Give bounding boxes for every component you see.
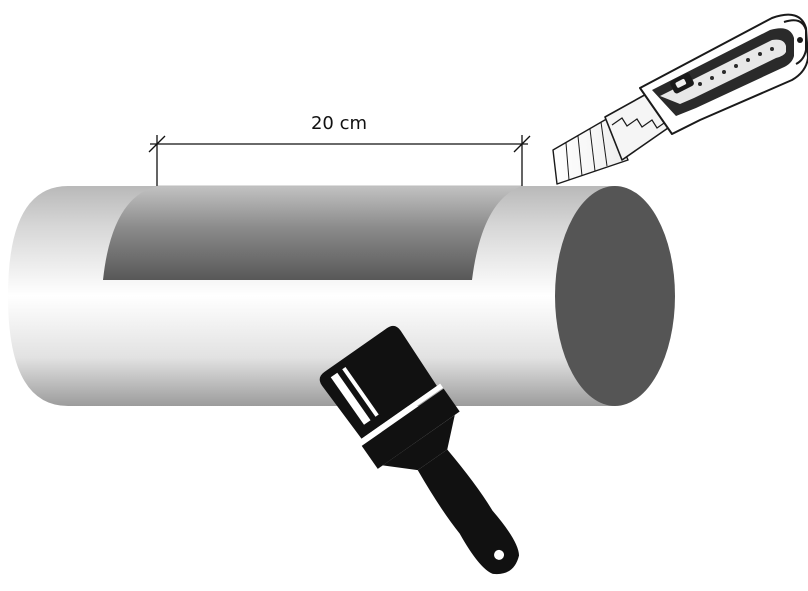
knife-slider-track <box>611 117 668 129</box>
knife-blade <box>552 116 629 185</box>
cut-away-strip <box>103 186 522 280</box>
brush-ferrule <box>361 388 460 469</box>
dimension-right-tick <box>513 135 531 153</box>
brush-handle <box>417 449 520 575</box>
dimension-left-tick <box>148 135 166 153</box>
brush-handle-hole <box>494 549 505 560</box>
brush-highlight-2 <box>342 366 379 417</box>
utility-knife-icon <box>552 13 808 185</box>
brush-bristles <box>319 325 437 439</box>
paint-brush-icon <box>319 325 520 575</box>
knife-grip-dots <box>698 47 774 86</box>
brush-neck <box>382 414 455 471</box>
pipe <box>8 185 675 406</box>
dimension-marker: 20 cm <box>148 113 531 186</box>
pipe-end-face <box>555 186 675 406</box>
brush-highlight-1 <box>330 372 371 425</box>
knife-end-cap <box>783 19 807 65</box>
dimension-label: 20 cm <box>311 113 367 134</box>
